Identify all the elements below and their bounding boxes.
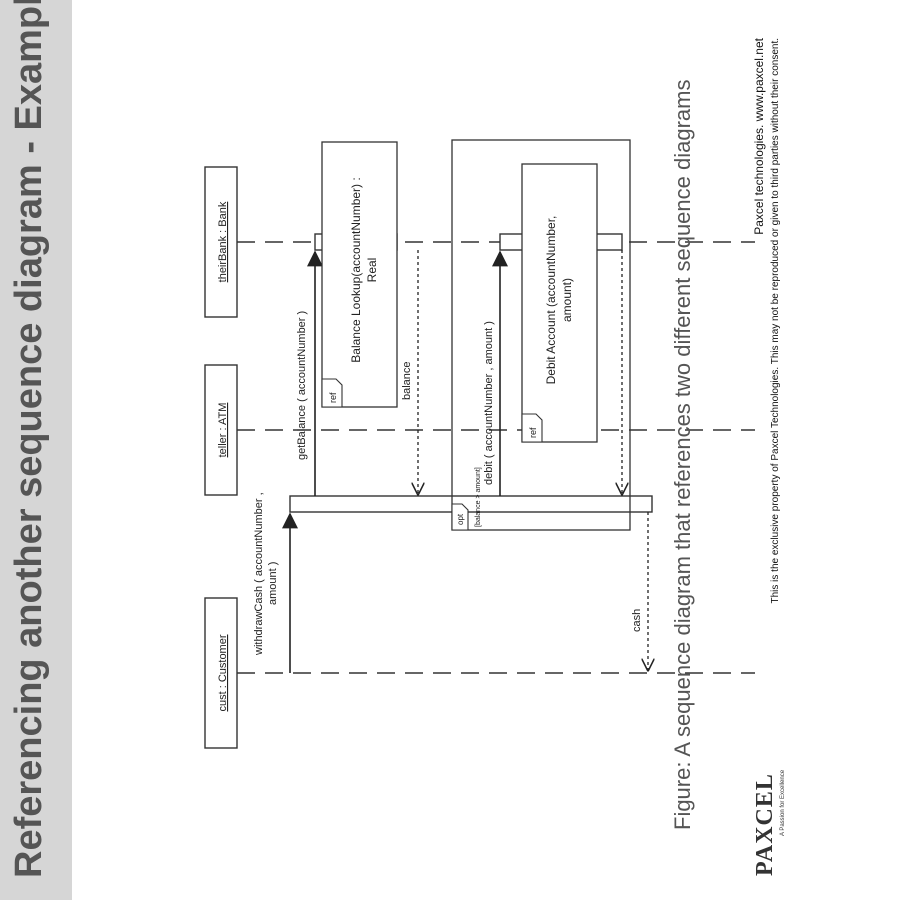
message-debit: debit ( accountNumber , amount ) xyxy=(483,250,508,496)
cash-return-label: cash xyxy=(631,609,643,632)
message-withdraw-cash: withdrawCash ( accountNumber , amount ) xyxy=(253,492,298,673)
logo-tagline: A Passion for Excellence xyxy=(780,769,786,836)
withdraw-label-line2: amount ) xyxy=(267,562,279,605)
balance-return-label: balance xyxy=(401,361,413,400)
lifeline-customer: cust : Customer xyxy=(204,597,755,749)
lifeline-bank-label: theirBank : Bank xyxy=(217,201,229,282)
lifeline-customer-label: cust : Customer xyxy=(217,634,229,711)
lifeline-atm: teller : ATM xyxy=(204,364,755,496)
disclaimer-line: This is the exclusive property of Paxcel… xyxy=(770,38,781,604)
withdraw-label-line1: withdrawCash ( accountNumber , xyxy=(253,492,265,656)
ref-balance-line1: Balance Lookup(accountNumber) : xyxy=(349,177,363,362)
message-cash-return: cash xyxy=(631,512,648,670)
paxcel-logo: PAXCEL A Passion for Excellence xyxy=(752,726,802,876)
logo-wordmark: PAXCEL xyxy=(752,773,778,876)
message-balance-return: balance xyxy=(401,250,418,494)
atm-activation-bar xyxy=(289,495,653,513)
opt-fragment: opt [balance > amount] xyxy=(451,139,631,531)
ref-balance-line2: Real xyxy=(365,258,379,283)
ref-debit-line1: Debit Account (accountNumber, xyxy=(544,216,558,385)
lifeline-atm-label: teller : ATM xyxy=(217,403,229,458)
get-balance-label: getBalance ( accountNumber ) xyxy=(296,311,308,460)
debit-label: debit ( accountNumber , amount ) xyxy=(483,321,495,485)
ref-debit-tag: ref xyxy=(528,427,538,438)
opt-tag: opt xyxy=(456,513,465,525)
ref-debit-line2: amount) xyxy=(560,278,574,322)
ref-balance-tag: ref xyxy=(328,392,338,403)
ref-debit-account: ref Debit Account (accountNumber, amount… xyxy=(521,163,598,443)
opt-guard: [balance > amount] xyxy=(475,467,482,527)
figure-caption: Figure: A sequence diagram that referenc… xyxy=(670,79,695,830)
ref-balance-lookup: ref Balance Lookup(accountNumber) : Real xyxy=(321,141,398,408)
company-line: Paxcel technologies. www.paxcel.net xyxy=(752,38,766,235)
message-get-balance: getBalance ( accountNumber ) xyxy=(296,250,323,496)
